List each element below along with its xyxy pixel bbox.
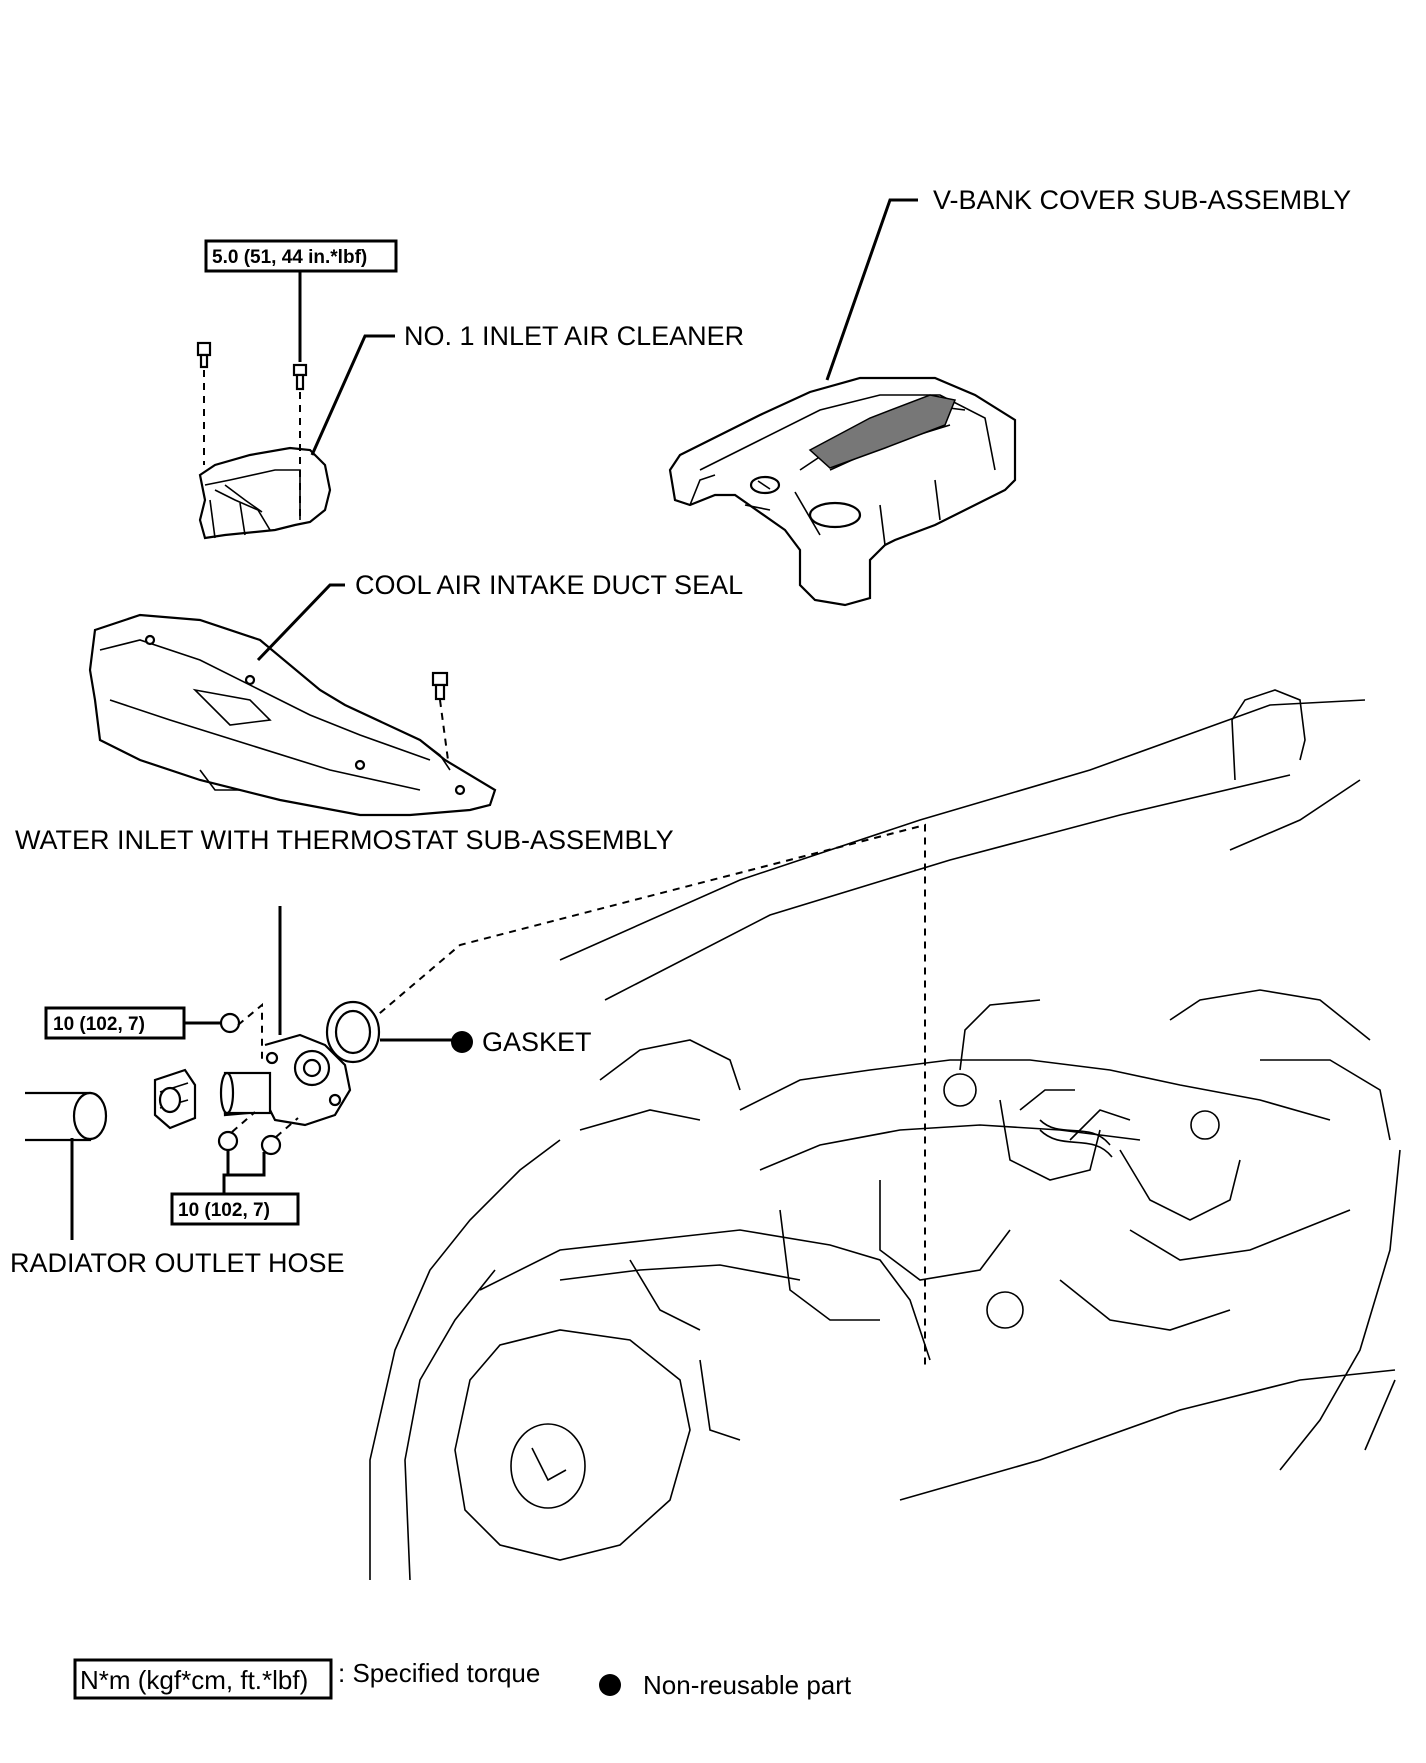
- v-bank-cover-part: [668, 376, 1017, 607]
- air-cleaner-torque-value: 5.0 (51, 44 in.*lbf): [212, 247, 367, 268]
- inlet-air-cleaner-part: [198, 446, 332, 540]
- upper-torque-value: 10 (102, 7): [53, 1014, 145, 1035]
- water-inlet-label: WATER INLET WITH THERMOSTAT SUB-ASSEMBLY: [15, 825, 674, 855]
- clip-icon: [153, 1068, 197, 1130]
- legend-torque-box: [73, 1658, 333, 1700]
- radiator-hose-part: [25, 1091, 108, 1142]
- radiator-hose-label: RADIATOR OUTLET HOSE: [10, 1248, 345, 1278]
- bolt-icon: [196, 341, 212, 369]
- bolt-icon: [292, 363, 308, 391]
- air-cleaner-torque-box: [204, 239, 398, 273]
- mesh-grille: [808, 394, 957, 469]
- gasket-to-engine-dash: [359, 823, 926, 1370]
- bolt-icon: [219, 1012, 241, 1034]
- lower-torque-box: [170, 1192, 300, 1226]
- v-bank-cover-leader: [825, 198, 918, 381]
- bolt-icon: [260, 1134, 282, 1156]
- air-cleaner-leader: [310, 334, 395, 456]
- water-inlet-part: [219, 1033, 352, 1127]
- clip-icon: [431, 671, 449, 701]
- lower-bolt-dash-right: [275, 1117, 299, 1138]
- lexus-emblem-icon: [749, 475, 781, 495]
- legend-torque-unit: N*m (kgf*cm, ft.*lbf): [80, 1665, 308, 1695]
- non-reusable-dot-icon: [451, 1031, 473, 1053]
- legend-nonreusable-text: Non-reusable part: [643, 1670, 852, 1700]
- lower-torque-leader: [222, 1150, 266, 1195]
- duct-seal-clip-dash: [439, 699, 449, 761]
- vehicle-engine-bay: [369, 689, 1401, 1581]
- gasket-label: GASKET: [482, 1027, 592, 1057]
- upper-bolt-dash: [237, 1002, 263, 1060]
- bolt-icon: [217, 1130, 239, 1152]
- v-bank-cover-label: V-BANK COVER SUB-ASSEMBLY: [933, 185, 1351, 215]
- lower-bolt-dash-left: [231, 1111, 256, 1133]
- non-reusable-dot-icon: [599, 1674, 621, 1696]
- duct-seal-label: COOL AIR INTAKE DUCT SEAL: [355, 570, 743, 600]
- upper-torque-box: [44, 1006, 186, 1040]
- gasket-part: [325, 1000, 381, 1064]
- legend-torque-text: : Specified torque: [338, 1658, 540, 1688]
- lower-torque-value: 10 (102, 7): [178, 1200, 270, 1221]
- duct-seal-part: [88, 613, 497, 817]
- inlet-air-cleaner-label: NO. 1 INLET AIR CLEANER: [404, 321, 744, 351]
- duct-seal-leader: [256, 583, 345, 662]
